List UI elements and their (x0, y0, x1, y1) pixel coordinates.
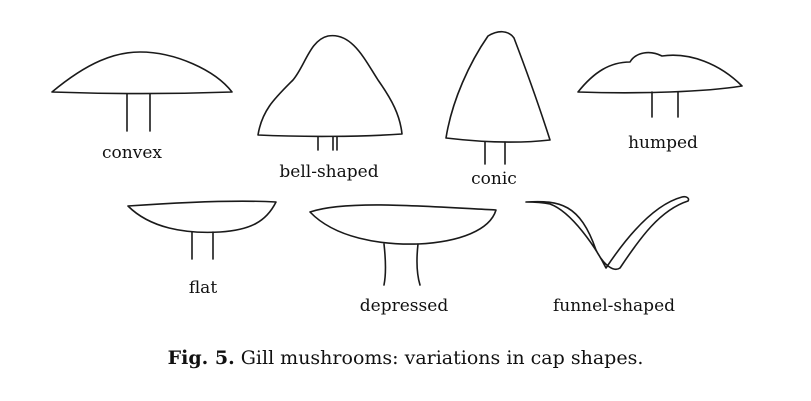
label-humped: humped (628, 133, 698, 153)
funnel-shaped-mushroom (525, 195, 690, 270)
caption-text: Gill mushrooms: variations in cap shapes… (234, 347, 644, 369)
bell-shaped-mushroom (257, 34, 403, 151)
conic-mushroom (445, 30, 551, 165)
flat-mushroom (127, 200, 277, 260)
label-conic: conic (471, 169, 517, 189)
label-depressed: depressed (359, 296, 449, 316)
humped-mushroom (577, 51, 743, 118)
label-bell-shaped: bell-shaped (279, 162, 379, 182)
label-flat: flat (188, 278, 218, 298)
convex-mushroom (51, 51, 233, 132)
label-funnel-shaped: funnel-shaped (552, 296, 676, 316)
figure-caption: Fig. 5. Gill mushrooms: variations in ca… (168, 347, 644, 369)
depressed-mushroom (309, 204, 497, 286)
caption-prefix: Fig. 5. (167, 347, 235, 369)
label-convex: convex (102, 143, 162, 163)
